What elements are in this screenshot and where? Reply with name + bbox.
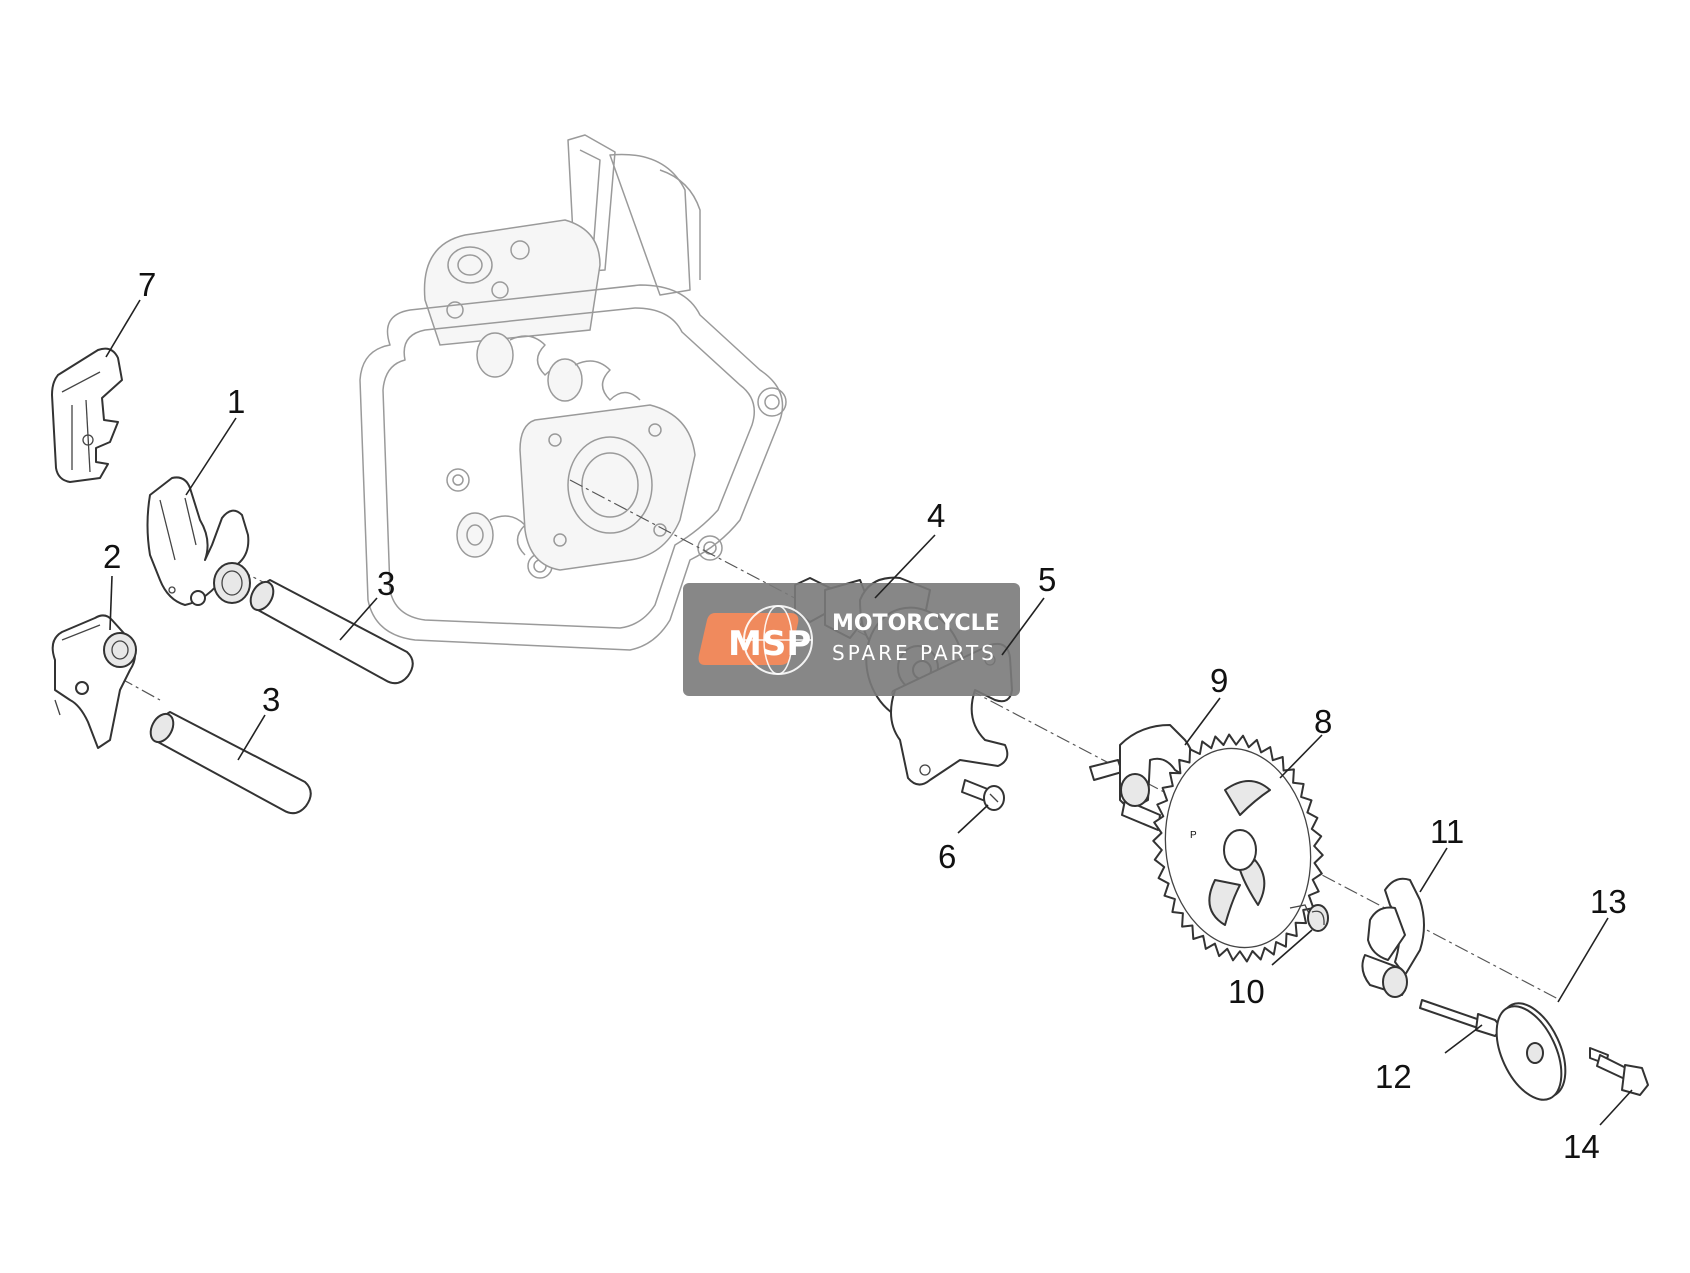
callout-14: 14 bbox=[1563, 1128, 1600, 1165]
leader-11 bbox=[1419, 847, 1448, 893]
leader-4 bbox=[874, 534, 936, 599]
part-1-rocker-arm bbox=[146, 476, 251, 606]
callout-12: 12 bbox=[1375, 1058, 1412, 1095]
leader-13 bbox=[1557, 917, 1609, 1003]
part-9-decompressor bbox=[1089, 724, 1195, 831]
leader-2 bbox=[109, 575, 113, 631]
callout-3-lower: 3 bbox=[262, 681, 280, 718]
leader-6 bbox=[957, 804, 989, 834]
callout-8: 8 bbox=[1314, 703, 1332, 740]
callout-2: 2 bbox=[103, 538, 121, 575]
leader-3-lower bbox=[237, 714, 266, 761]
leader-9 bbox=[1184, 697, 1221, 746]
leader-5 bbox=[1001, 597, 1045, 656]
callout-13: 13 bbox=[1590, 883, 1627, 920]
cylinder-head-outline bbox=[359, 134, 787, 651]
watermark-panel bbox=[683, 583, 1020, 696]
part-6-screw bbox=[961, 779, 1005, 811]
leader-8 bbox=[1279, 734, 1323, 779]
watermark: MSP MOTORCYCLE SPARE PARTS bbox=[683, 583, 1020, 696]
callout-6: 6 bbox=[938, 838, 956, 875]
callout-1: 1 bbox=[227, 383, 245, 420]
leader-1 bbox=[185, 417, 237, 496]
callout-10: 10 bbox=[1228, 973, 1265, 1010]
leader-7 bbox=[105, 299, 141, 358]
leader-lines bbox=[105, 299, 1633, 1126]
part-14-bolt bbox=[1589, 1047, 1649, 1096]
watermark-line-2: SPARE PARTS bbox=[832, 641, 997, 665]
leader-14 bbox=[1599, 1089, 1633, 1126]
part-3-rocker-shaft-upper bbox=[249, 579, 414, 685]
callout-3-upper: 3 bbox=[377, 565, 395, 602]
callout-labels: 1 2 3 3 4 5 6 7 8 9 10 11 12 13 14 bbox=[103, 266, 1627, 1165]
callout-7: 7 bbox=[138, 266, 156, 303]
leader-3-upper bbox=[339, 597, 378, 641]
watermark-line-1: MOTORCYCLE bbox=[832, 611, 1000, 636]
part-11-decompressor-lever bbox=[1361, 877, 1425, 998]
leader-10 bbox=[1271, 929, 1313, 966]
leader-12 bbox=[1444, 1024, 1483, 1054]
part-10-spring bbox=[1289, 904, 1329, 932]
part-7-rocker-bracket bbox=[51, 347, 123, 483]
part-8-cam-sprocket: P bbox=[1152, 733, 1324, 963]
callout-9: 9 bbox=[1210, 662, 1228, 699]
axis-line-rocker-2 bbox=[119, 677, 161, 701]
part-2-rocker-arm bbox=[51, 614, 137, 749]
svg-text:P: P bbox=[1190, 830, 1197, 841]
part-13-washer bbox=[1495, 1002, 1567, 1101]
part-12-pin bbox=[1419, 999, 1500, 1037]
callout-4: 4 bbox=[927, 497, 945, 534]
callout-11: 11 bbox=[1430, 813, 1464, 850]
watermark-logo-shape bbox=[698, 613, 799, 665]
callout-5: 5 bbox=[1038, 561, 1056, 598]
part-3-rocker-shaft-lower bbox=[149, 711, 312, 815]
watermark-logo-text: MSP bbox=[728, 624, 811, 664]
